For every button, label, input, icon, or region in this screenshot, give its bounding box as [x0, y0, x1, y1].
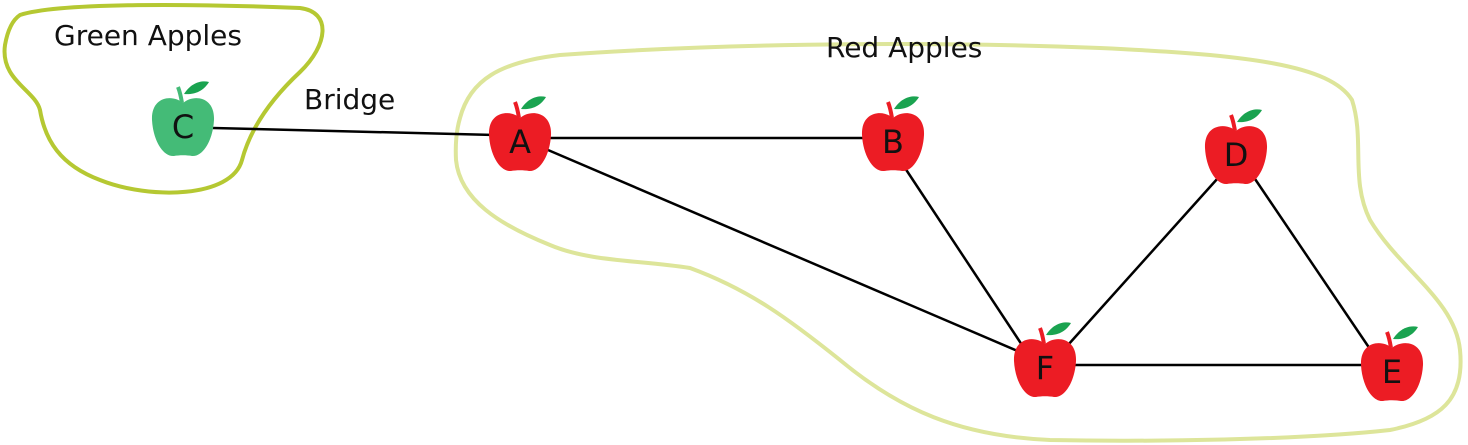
node-label: B [882, 123, 904, 161]
red-apples-label: Red Apples [826, 31, 982, 64]
node-label: F [1036, 349, 1054, 387]
apple-node-b[interactable]: B [859, 94, 927, 174]
node-label: C [172, 108, 194, 146]
edge-a-f [547, 148, 1021, 354]
green-apples-group-outline [2, 2, 325, 195]
edges [212, 126, 1374, 367]
node-label: A [509, 123, 531, 161]
red-apples-group-outline [453, 42, 1463, 443]
node-label: D [1224, 136, 1249, 174]
bridge-label: Bridge [304, 83, 395, 116]
edge-d-e [1251, 175, 1374, 353]
apple-node-c[interactable]: C [149, 79, 217, 159]
apple-node-e[interactable]: E [1358, 324, 1426, 404]
edge-c-a [212, 126, 496, 137]
apple-node-f[interactable]: F [1011, 320, 1079, 400]
edge-b-f [903, 167, 1024, 346]
node-label: E [1382, 353, 1402, 391]
apple-node-d[interactable]: D [1202, 107, 1270, 187]
apple-node-a[interactable]: A [486, 94, 554, 174]
edge-f-d [1067, 177, 1219, 346]
green-apples-label: Green Apples [54, 19, 242, 52]
